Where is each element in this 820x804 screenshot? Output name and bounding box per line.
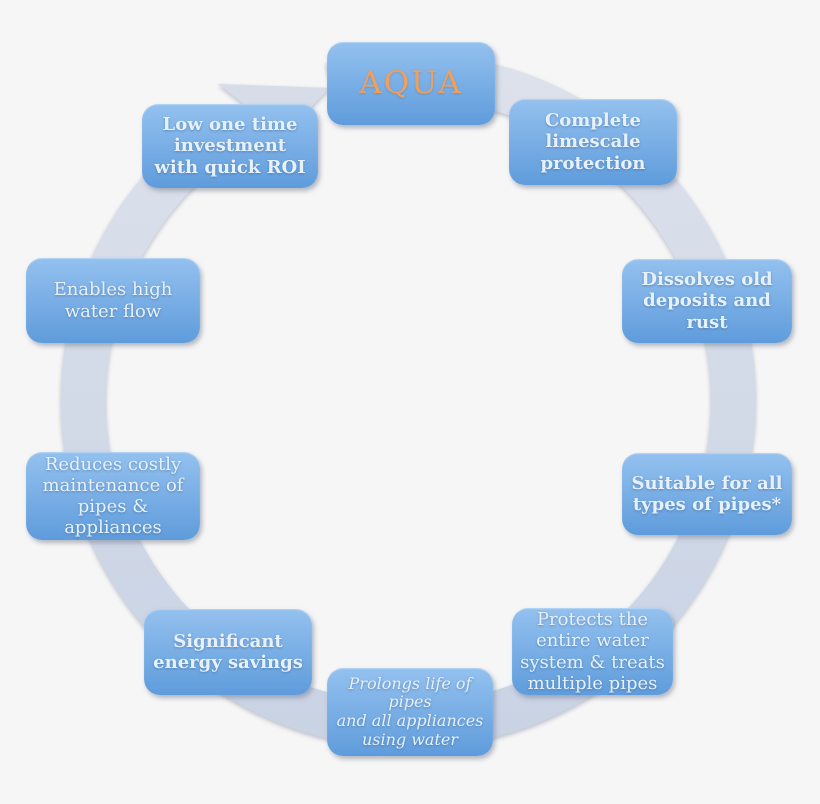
node-reduces-maintenance-label: Reduces costly maintenance of pipes & ap… — [42, 453, 184, 539]
node-prolongs-life-label: Prolongs life of pipes and all appliance… — [336, 673, 484, 749]
node-high-water-flow-label: Enables high water flow — [53, 279, 173, 322]
node-complete-limescale-label: Complete limescale protection — [540, 110, 646, 174]
node-suitable-pipes-label: Suitable for all types of pipes* — [631, 472, 783, 515]
node-reduces-maintenance: Reduces costly maintenance of pipes & ap… — [26, 452, 200, 540]
node-low-investment: Low one time investment with quick ROI — [142, 104, 318, 188]
node-aqua: AQUA — [327, 42, 495, 125]
node-dissolves-deposits: Dissolves old deposits and rust — [622, 259, 792, 343]
node-energy-savings-label: Significant energy savings — [153, 630, 303, 673]
node-prolongs-life: Prolongs life of pipes and all appliance… — [327, 668, 493, 756]
node-complete-limescale: Complete limescale protection — [509, 99, 677, 185]
node-protects-system-label: Protects the entire water system & treat… — [520, 609, 665, 694]
node-high-water-flow: Enables high water flow — [26, 258, 200, 343]
node-energy-savings: Significant energy savings — [144, 609, 312, 695]
node-suitable-pipes: Suitable for all types of pipes* — [622, 453, 792, 535]
node-protects-system: Protects the entire water system & treat… — [512, 608, 673, 695]
node-dissolves-deposits-label: Dissolves old deposits and rust — [641, 269, 773, 333]
node-low-investment-label: Low one time investment with quick ROI — [154, 114, 306, 178]
node-aqua-label: AQUA — [359, 65, 463, 102]
